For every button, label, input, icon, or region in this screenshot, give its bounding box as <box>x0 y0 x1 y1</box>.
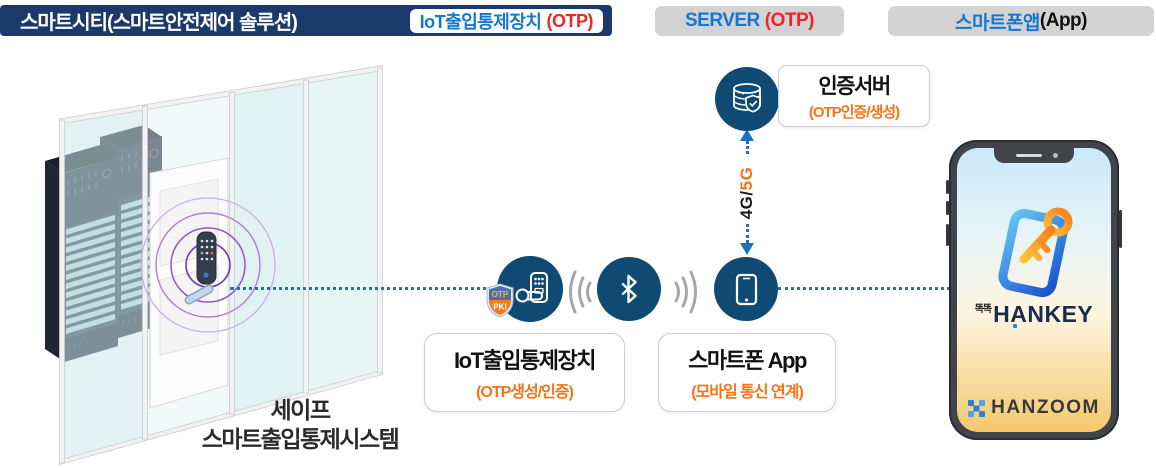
phone-speaker <box>1016 154 1042 157</box>
connector-4g5g-lower <box>746 224 749 243</box>
arrow-up-icon <box>740 129 754 141</box>
bluetooth-icon <box>621 274 637 304</box>
hankey-app-logo-icon <box>998 207 1073 298</box>
smartphone-icon <box>735 273 757 305</box>
column-header-server: SERVER (OTP) <box>655 6 844 36</box>
iot-device-title: IoT출입통제장치 <box>454 348 596 373</box>
wall-frames <box>59 65 383 466</box>
phone-volume-button <box>946 224 949 246</box>
iot-device-badge-suffix: (OTP) <box>546 10 594 31</box>
hanzoom-brand-name: HANZOOM <box>991 397 1100 418</box>
radio-waves-right-icon <box>674 270 697 314</box>
connector-phone-to-mockup <box>778 287 950 290</box>
otp-pki-shield-icon: OTP PKI <box>486 283 514 318</box>
door-lock-device <box>184 231 217 305</box>
scene-caption: 세이프 스마트출입통제시스템 <box>150 396 450 454</box>
app-label: 스마트폰앱 <box>955 12 1040 34</box>
bluetooth-node <box>597 257 661 321</box>
network-5g-label: 5G <box>737 166 756 191</box>
hanzoom-logo-icon <box>968 399 986 417</box>
network-4g5g-label: 4G/5G <box>737 158 757 228</box>
smartphone-app-subtitle: (모바일 통신 연계) <box>691 384 804 401</box>
signal-rings <box>140 197 276 333</box>
shield-otp-label: OTP <box>492 290 509 299</box>
door-lock-icon <box>515 272 548 303</box>
phone-power-button <box>1119 210 1122 248</box>
solution-title: 스마트시티(스마트안전제어 솔루션) <box>20 12 298 34</box>
hankey-brand-name: HANKEY <box>993 301 1094 328</box>
shield-pki-label: PKI <box>493 303 506 312</box>
phone-notch <box>994 148 1074 163</box>
iot-device-subtitle: (OTP생성/인증) <box>476 384 574 401</box>
server-label: SERVER <box>684 10 760 31</box>
connector-4g5g-upper <box>746 141 749 154</box>
connector-lock-to-iot <box>230 287 500 290</box>
phone-volume-button <box>946 201 949 215</box>
hankey-dot <box>1013 324 1018 328</box>
auth-server-title: 인증서버 <box>818 75 891 98</box>
phone-screen: 똑똑HANKEY HANZOOM <box>957 148 1111 432</box>
door <box>149 157 229 409</box>
smartphone-app-title: 스마트폰 App <box>688 348 807 373</box>
smartphone-node <box>714 257 778 321</box>
hanzoom-brand: HANZOOM <box>957 397 1111 419</box>
phone-camera <box>1053 153 1058 158</box>
app-suffix: (App) <box>1039 10 1088 31</box>
iot-device-badge-label: IoT출입통제장치 <box>419 12 542 32</box>
solution-header-bar: 스마트시티(스마트안전제어 솔루션) IoT출입통제장치 (OTP) <box>0 5 612 36</box>
hankey-brand-prefix: 똑똑 <box>974 304 992 315</box>
phone-mockup: 똑똑HANKEY HANZOOM <box>946 140 1122 440</box>
scene-caption-line2: 스마트출입통제시스템 <box>201 426 400 452</box>
arrow-down-icon <box>740 243 754 255</box>
iot-device-badge: IoT출입통제장치 (OTP) <box>409 9 603 33</box>
scene-caption-line1: 세이프 <box>270 397 331 423</box>
iot-device-infobox: IoT출입통제장치 (OTP생성/인증) <box>424 333 625 412</box>
network-4g-label: 4G/ <box>737 190 756 220</box>
server-suffix: (OTP) <box>764 10 815 31</box>
column-header-app: 스마트폰앱 (App) <box>888 6 1154 36</box>
radio-waves-left-icon <box>569 270 592 314</box>
smartphone-app-infobox: 스마트폰 App (모바일 통신 연계) <box>658 333 836 412</box>
auth-server-infobox: 인증서버 (OTP인증/생성) <box>778 65 930 127</box>
auth-server-node <box>715 67 779 131</box>
auth-server-subtitle: (OTP인증/생성) <box>808 104 900 121</box>
hankey-brand: 똑똑HANKEY <box>957 300 1111 328</box>
server-room-illustration <box>45 65 383 466</box>
database-shield-icon <box>733 83 761 113</box>
iot-lock-node: OTP PKI <box>486 256 563 322</box>
phone-volume-button <box>946 180 949 194</box>
